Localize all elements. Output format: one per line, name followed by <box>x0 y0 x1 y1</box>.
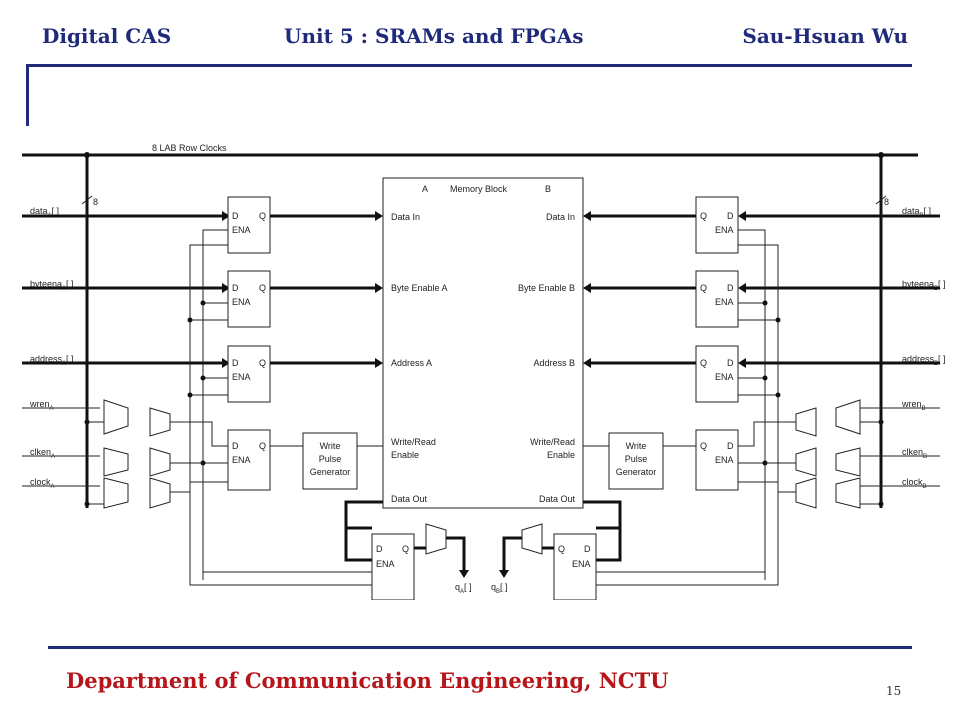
svg-text:Q: Q <box>558 544 565 554</box>
signal-clken-a: clkenA <box>30 447 55 460</box>
registers-b: Q D ENA Q D ENA Q D ENA Q D ENA <box>583 196 739 491</box>
memory-port-b: B <box>545 184 551 194</box>
signal-clock-b: clockB <box>902 477 927 490</box>
svg-text:D: D <box>232 211 239 221</box>
svg-text:ENA: ENA <box>715 372 734 382</box>
output-q-a: qA[ ] <box>455 582 472 595</box>
output-q-b: qB[ ] <box>491 582 508 595</box>
signal-address-b: addressB[ ] <box>902 354 946 367</box>
left-rule <box>26 64 29 126</box>
port-b-data-out: Data Out <box>539 494 576 504</box>
svg-text:Q: Q <box>259 211 266 221</box>
control-wiring-a <box>84 229 228 580</box>
port-a-enable: Enable <box>391 450 419 460</box>
svg-text:D: D <box>584 544 591 554</box>
svg-text:ENA: ENA <box>715 297 734 307</box>
svg-text:ENA: ENA <box>232 225 251 235</box>
signal-clken-b: clkenB <box>902 447 927 460</box>
signal-wren-a: wrenA <box>29 399 54 412</box>
port-a-byte-enable: Byte Enable A <box>391 283 448 293</box>
top-rule <box>26 64 912 67</box>
svg-text:D: D <box>727 283 734 293</box>
signal-wren-b: wrenB <box>901 399 926 412</box>
port-b-byte-enable: Byte Enable B <box>518 283 575 293</box>
signal-byteena-a: byteenaA[ ] <box>30 279 74 292</box>
svg-text:Q: Q <box>700 283 707 293</box>
svg-text:D: D <box>232 358 239 368</box>
svg-text:Generator: Generator <box>310 467 351 477</box>
svg-text:D: D <box>232 283 239 293</box>
svg-text:Q: Q <box>402 544 409 554</box>
svg-text:Pulse: Pulse <box>319 454 342 464</box>
svg-text:ENA: ENA <box>232 297 251 307</box>
memory-block <box>382 177 584 509</box>
bus-width-b: 8 <box>884 197 889 207</box>
svg-text:Q: Q <box>259 283 266 293</box>
input-buses-b <box>738 211 940 487</box>
svg-text:Q: Q <box>259 441 266 451</box>
write-pulse-generator-a: Write Pulse Generator <box>270 432 383 490</box>
svg-text:D: D <box>727 358 734 368</box>
svg-text:Q: Q <box>259 358 266 368</box>
control-wiring-b <box>738 229 884 580</box>
signal-byteena-b: byteenaB[ ] <box>902 279 946 292</box>
svg-text:ENA: ENA <box>572 559 591 569</box>
header-unit-title: Unit 5 : SRAMs and FPGAs <box>284 24 584 48</box>
svg-text:Q: Q <box>700 211 707 221</box>
memory-block-title: Memory Block <box>450 184 508 194</box>
port-a-data-out: Data Out <box>391 494 428 504</box>
svg-text:D: D <box>232 441 239 451</box>
signal-address-a: addressA[ ] <box>30 354 74 367</box>
bus-width-a: 8 <box>93 197 98 207</box>
port-a-data-in: Data In <box>391 212 420 222</box>
memory-port-a: A <box>422 184 428 194</box>
svg-text:Write: Write <box>626 441 647 451</box>
svg-text:Q: Q <box>700 358 707 368</box>
svg-text:ENA: ENA <box>715 455 734 465</box>
page-number: 15 <box>886 684 902 698</box>
svg-text:D: D <box>727 441 734 451</box>
header-course: Digital CAS <box>42 24 172 48</box>
port-b-address: Address B <box>533 358 575 368</box>
port-a-address: Address A <box>391 358 432 368</box>
port-a-write-read: Write/Read <box>391 437 436 447</box>
write-pulse-generator-b: Write Pulse Generator <box>583 432 696 490</box>
header-author: Sau-Hsuan Wu <box>742 24 908 48</box>
svg-text:Pulse: Pulse <box>625 454 648 464</box>
svg-text:ENA: ENA <box>232 455 251 465</box>
port-b-data-in: Data In <box>546 212 575 222</box>
output-path-b: Q D ENA <box>499 500 779 600</box>
svg-text:ENA: ENA <box>715 225 734 235</box>
svg-text:D: D <box>727 211 734 221</box>
registers-a: D Q ENA D Q ENA D Q ENA D Q ENA <box>227 196 383 491</box>
svg-text:D: D <box>376 544 383 554</box>
svg-text:ENA: ENA <box>232 372 251 382</box>
memory-block-diagram: 8 LAB Row Clocks 8 8 A Memory Block B Da… <box>22 143 946 600</box>
port-b-enable: Enable <box>547 450 575 460</box>
output-path-a: D Q ENA <box>189 500 469 600</box>
bottom-rule <box>48 646 912 649</box>
row-clocks-label: 8 LAB Row Clocks <box>152 143 227 153</box>
footer-department: Department of Communication Engineering,… <box>66 668 669 693</box>
svg-text:Write: Write <box>320 441 341 451</box>
svg-text:Q: Q <box>700 441 707 451</box>
port-b-write-read: Write/Read <box>530 437 575 447</box>
svg-text:Generator: Generator <box>616 467 657 477</box>
svg-text:ENA: ENA <box>376 559 395 569</box>
signal-clock-a: clockA <box>30 477 55 490</box>
input-buses-a <box>22 211 230 487</box>
